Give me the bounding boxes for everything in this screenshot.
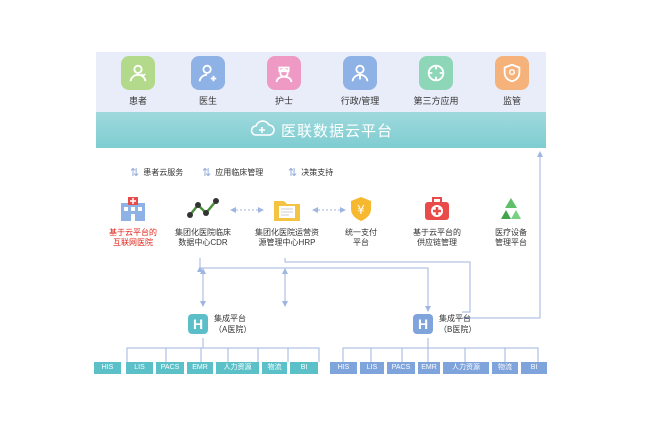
role-doctor[interactable]: 医生 [178,56,238,107]
system-chip[interactable]: HIS [330,362,357,374]
system-chip[interactable]: 人力资源 [443,362,489,374]
svg-text:¥: ¥ [357,203,365,217]
doctor-icon [191,56,225,90]
system-chip[interactable]: BI [521,362,547,374]
module-label: 集团化医院运营资 源管理中心HRP [255,228,319,247]
hub-a[interactable]: H 集成平台 （A医院） [188,313,251,335]
module-label: 基于云平台的 供应链管理 [413,228,461,247]
service-label: 决策支持 [301,168,334,177]
service-clinical: ⇅ 应用临床管理 [202,166,263,179]
b-to-cloud-link [462,155,541,319]
system-chip[interactable]: HIS [94,362,121,374]
system-chip[interactable]: EMR [187,362,213,374]
module-label: 统一支付 平台 [345,228,377,247]
third-party-icon [419,56,453,90]
role-third-party[interactable]: 第三方应用 [406,56,466,107]
cloud-plus-icon [249,119,275,142]
hrp-to-b-link [284,258,471,313]
module-label: 基于云平台的 互联网医院 [109,228,157,247]
system-chip[interactable]: 物流 [262,362,287,374]
first-aid-kit-icon [425,197,449,220]
sync-arrow-icon: ⇅ [288,167,298,179]
role-label: 第三方应用 [413,96,459,106]
system-chip[interactable]: PACS [156,362,184,374]
role-label: 护士 [274,96,293,106]
role-label: 监管 [502,96,521,106]
service-patient: ⇅ 患者云服务 [130,166,183,179]
module-payment[interactable]: ¥ 统一支付 平台 [326,195,396,248]
role-patient[interactable]: 患者 [108,56,168,107]
system-chip[interactable]: PACS [387,362,415,374]
yuan-shield-icon: ¥ [351,197,371,221]
module-cdr[interactable]: 集团化医院临床 数据中心CDR [168,195,238,248]
patient-icon [121,56,155,90]
service-label: 患者云服务 [143,168,184,177]
role-label: 行政/管理 [340,96,380,106]
hub-label: 集成平台 （B医院） [439,314,477,334]
folder-icon [274,201,300,221]
module-label: 集团化医院临床 数据中心CDR [175,228,231,247]
hub-label: 集成平台 （A医院） [214,314,252,334]
service-label: 应用临床管理 [215,168,264,177]
role-label: 医生 [198,96,217,106]
cloud-platform-title: 医联数据云平台 [280,122,393,140]
service-decision: ⇅ 决策支持 [288,166,333,179]
a-system-bus [126,338,320,362]
sync-arrow-icon: ⇅ [202,167,212,179]
sync-arrow-icon: ⇅ [130,167,140,179]
line-network-icon [187,198,219,218]
role-supervision[interactable]: 监管 [482,56,542,107]
module-hrp[interactable]: 集团化医院运营资 源管理中心HRP [252,195,322,248]
system-chip[interactable]: 物流 [492,362,518,374]
system-chip[interactable]: 人力资源 [216,362,259,374]
admin-icon [343,56,377,90]
hospital-building-icon [121,197,145,221]
roles-bar: 患者 医生 护士 行政/管理 第三方应用 监管 [96,52,546,112]
module-equipment[interactable]: 医疗设备 管理平台 [476,195,546,248]
cdr-to-b-link [199,258,429,308]
module-supply-chain[interactable]: 基于云平台的 供应链管理 [402,195,472,248]
recycle-icon [501,198,521,219]
b-system-bus [342,338,539,362]
system-chip[interactable]: BI [290,362,318,374]
role-label: 患者 [128,96,147,106]
system-chip[interactable]: LIS [126,362,153,374]
cloud-platform-banner: 医联数据云平台 [96,112,546,148]
nurse-icon [267,56,301,90]
role-admin[interactable]: 行政/管理 [330,56,390,107]
system-chip[interactable]: EMR [418,362,440,374]
supervision-icon [495,56,529,90]
hub-b[interactable]: H 集成平台 （B医院） [413,313,476,335]
hospital-h-icon: H [188,314,208,334]
module-internet-hospital[interactable]: 基于云平台的 互联网医院 [98,195,168,248]
module-label: 医疗设备 管理平台 [495,228,527,247]
system-chip[interactable]: LIS [360,362,384,374]
hospital-h-icon: H [413,314,433,334]
role-nurse[interactable]: 护士 [254,56,314,107]
